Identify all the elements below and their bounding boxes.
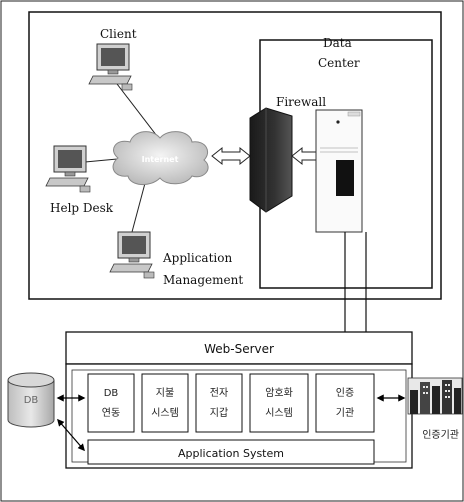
- firewall-icon: [249, 107, 293, 213]
- firewall-label: Firewall: [276, 95, 326, 109]
- web-server-label: Web-Server: [204, 342, 274, 356]
- help-desk-computer-icon: [45, 145, 91, 193]
- database-icon: DB: [7, 372, 55, 428]
- application-management-label-line1: Application: [162, 251, 232, 265]
- application-system-bar: [87, 439, 375, 465]
- certification-authority-building-icon: [407, 377, 463, 415]
- cloud-firewall-arrow: [211, 146, 251, 166]
- module-ewallet: 전자 지갑: [195, 373, 243, 433]
- internet-label: Internet: [142, 155, 179, 164]
- data-center-label-line2: Center: [318, 56, 360, 70]
- help-desk-label: Help Desk: [50, 201, 114, 215]
- module-payment: 지불 시스템: [141, 373, 189, 433]
- module-db: DB 연동: [87, 373, 135, 433]
- data-center-web-server-link: [344, 232, 367, 332]
- certification-authority-label: 인증기관: [422, 429, 459, 441]
- server-tower-icon: [315, 109, 363, 233]
- module-ewallet-line1: 전자: [210, 387, 228, 399]
- client-label: Client: [100, 27, 137, 41]
- application-system-label: Application System: [178, 447, 284, 460]
- application-management-label-line2: Management: [163, 273, 243, 287]
- client-computer-icon: [88, 43, 133, 91]
- module-db-line2: 연동: [102, 407, 120, 419]
- internet-cloud: Internet: [112, 131, 209, 185]
- network-box: [28, 11, 442, 300]
- application-management-computer-icon: [109, 231, 155, 279]
- module-db-line1: DB: [104, 388, 119, 399]
- module-encryption-line2: 시스템: [265, 407, 293, 419]
- module-ewallet-line2: 지갑: [210, 407, 228, 419]
- web-server-bar: [65, 331, 413, 365]
- module-payment-line1: 지불: [156, 387, 174, 399]
- module-certification-line1: 인증: [336, 387, 354, 399]
- module-encryption-line1: 암호화: [265, 387, 293, 399]
- database-label: DB: [24, 395, 39, 406]
- module-payment-line2: 시스템: [151, 407, 179, 419]
- db-application-arrow: [57, 418, 85, 452]
- module-encryption: 암호화 시스템: [249, 373, 309, 433]
- module-certification-line2: 기관: [336, 407, 354, 419]
- data-center-label-line1: Data: [323, 36, 352, 50]
- module-certification: 인증 기관: [315, 373, 375, 433]
